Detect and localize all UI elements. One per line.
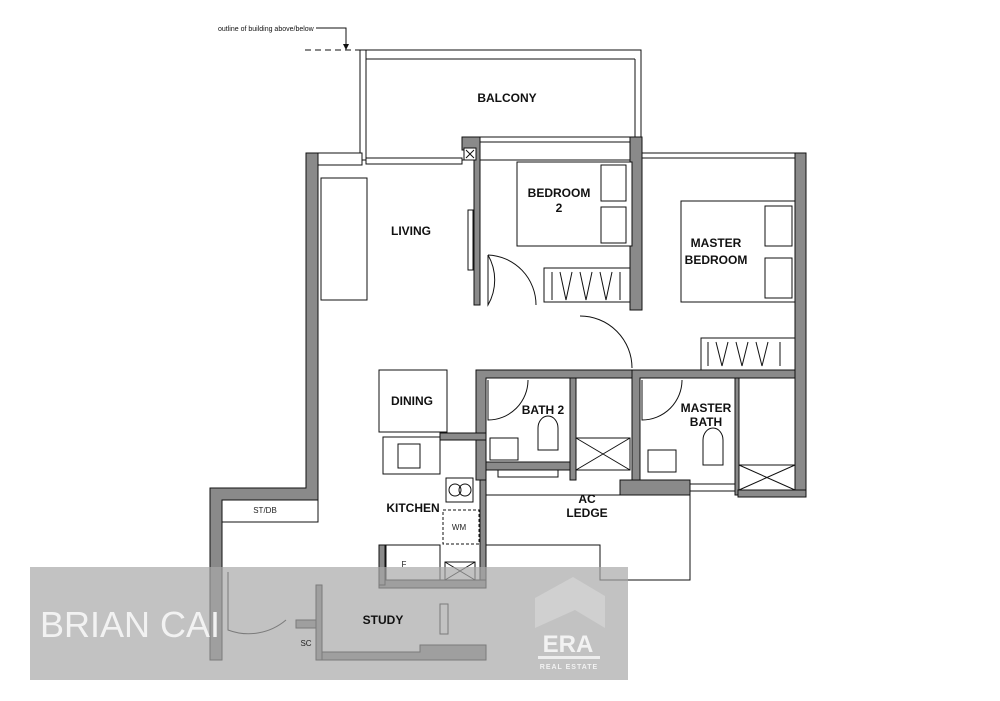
arrow-icon xyxy=(343,44,349,50)
era-logo: ERA REAL ESTATE xyxy=(535,577,605,671)
label-study: STUDY xyxy=(363,613,404,627)
era-logo-text: ERA xyxy=(543,631,594,658)
label-st-db: ST/DB xyxy=(253,506,277,515)
label-kitchen: KITCHEN xyxy=(386,501,439,515)
label-ac-ledge: AC xyxy=(578,492,596,506)
label-bedroom2: BEDROOM xyxy=(528,186,591,200)
agent-name-watermark: BRIAN CAI xyxy=(40,604,220,645)
watermark-band xyxy=(30,567,628,680)
label-ac-ledge-2: LEDGE xyxy=(566,506,607,520)
label-bath2: BATH 2 xyxy=(522,403,565,417)
era-logo-subtext: REAL ESTATE xyxy=(540,664,598,671)
label-fridge: F xyxy=(402,560,407,569)
label-master-bath-2: BATH xyxy=(690,415,722,429)
label-master-bedroom: MASTER xyxy=(691,236,742,250)
label-sc: SC xyxy=(300,639,311,648)
label-balcony: BALCONY xyxy=(477,91,536,105)
label-dining: DINING xyxy=(391,394,433,408)
label-master-bath: MASTER xyxy=(681,401,732,415)
label-master-bedroom-2: BEDROOM xyxy=(685,253,748,267)
house-icon xyxy=(535,577,605,628)
outline-annotation: outline of building above/below xyxy=(218,26,315,33)
annotation-leader xyxy=(316,27,347,48)
label-bedroom2-number: 2 xyxy=(556,201,563,215)
balcony xyxy=(359,49,642,161)
label-wm: WM xyxy=(452,523,467,532)
label-living: LIVING xyxy=(391,224,431,238)
windows xyxy=(317,136,796,492)
